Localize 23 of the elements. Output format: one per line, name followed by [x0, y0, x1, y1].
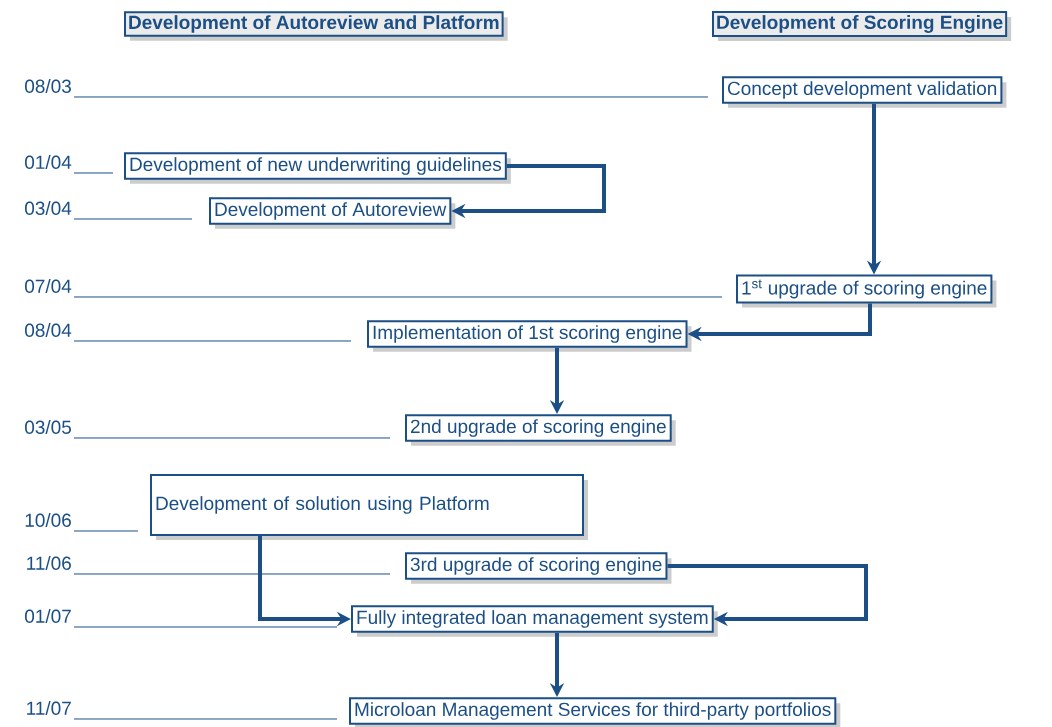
- date-label: 08/03: [25, 79, 71, 93]
- arrow: [667, 564, 868, 627]
- date-label: 10/06: [25, 513, 71, 527]
- process-box: Development of Autoreview: [209, 197, 456, 229]
- date-label: 03/05: [25, 420, 71, 434]
- date-label: 01/07: [25, 609, 71, 623]
- date-label: 07/04: [25, 279, 72, 293]
- date-label: 08/04: [25, 323, 72, 337]
- process-box: Concept development validation: [722, 76, 1007, 108]
- process-box: Development of solution using Platform: [150, 474, 588, 540]
- process-box: Implementation of 1st scoring engine: [367, 320, 692, 352]
- process-box: 2nd upgrade of scoring engine: [405, 414, 676, 446]
- date-label: 11/06: [27, 556, 71, 570]
- process-box: 1$^{st}$ upgrade of scoring engine: [736, 274, 997, 308]
- date-label: 11/07: [27, 701, 71, 715]
- process-box: 3rd upgrade of scoring engine: [405, 552, 672, 584]
- column-header: Development of Autoreview and Platform: [124, 11, 508, 41]
- process-box: Fully integrated loan management system: [351, 605, 718, 637]
- date-label: 03/04: [25, 201, 72, 215]
- date-label: 01/04: [25, 155, 72, 169]
- process-box: Development of new underwriting guidelines: [124, 152, 511, 184]
- column-header: Development of Scoring Engine: [712, 11, 1012, 41]
- process-box: Microloan Management Services for third-party portfolios: [349, 697, 841, 727]
